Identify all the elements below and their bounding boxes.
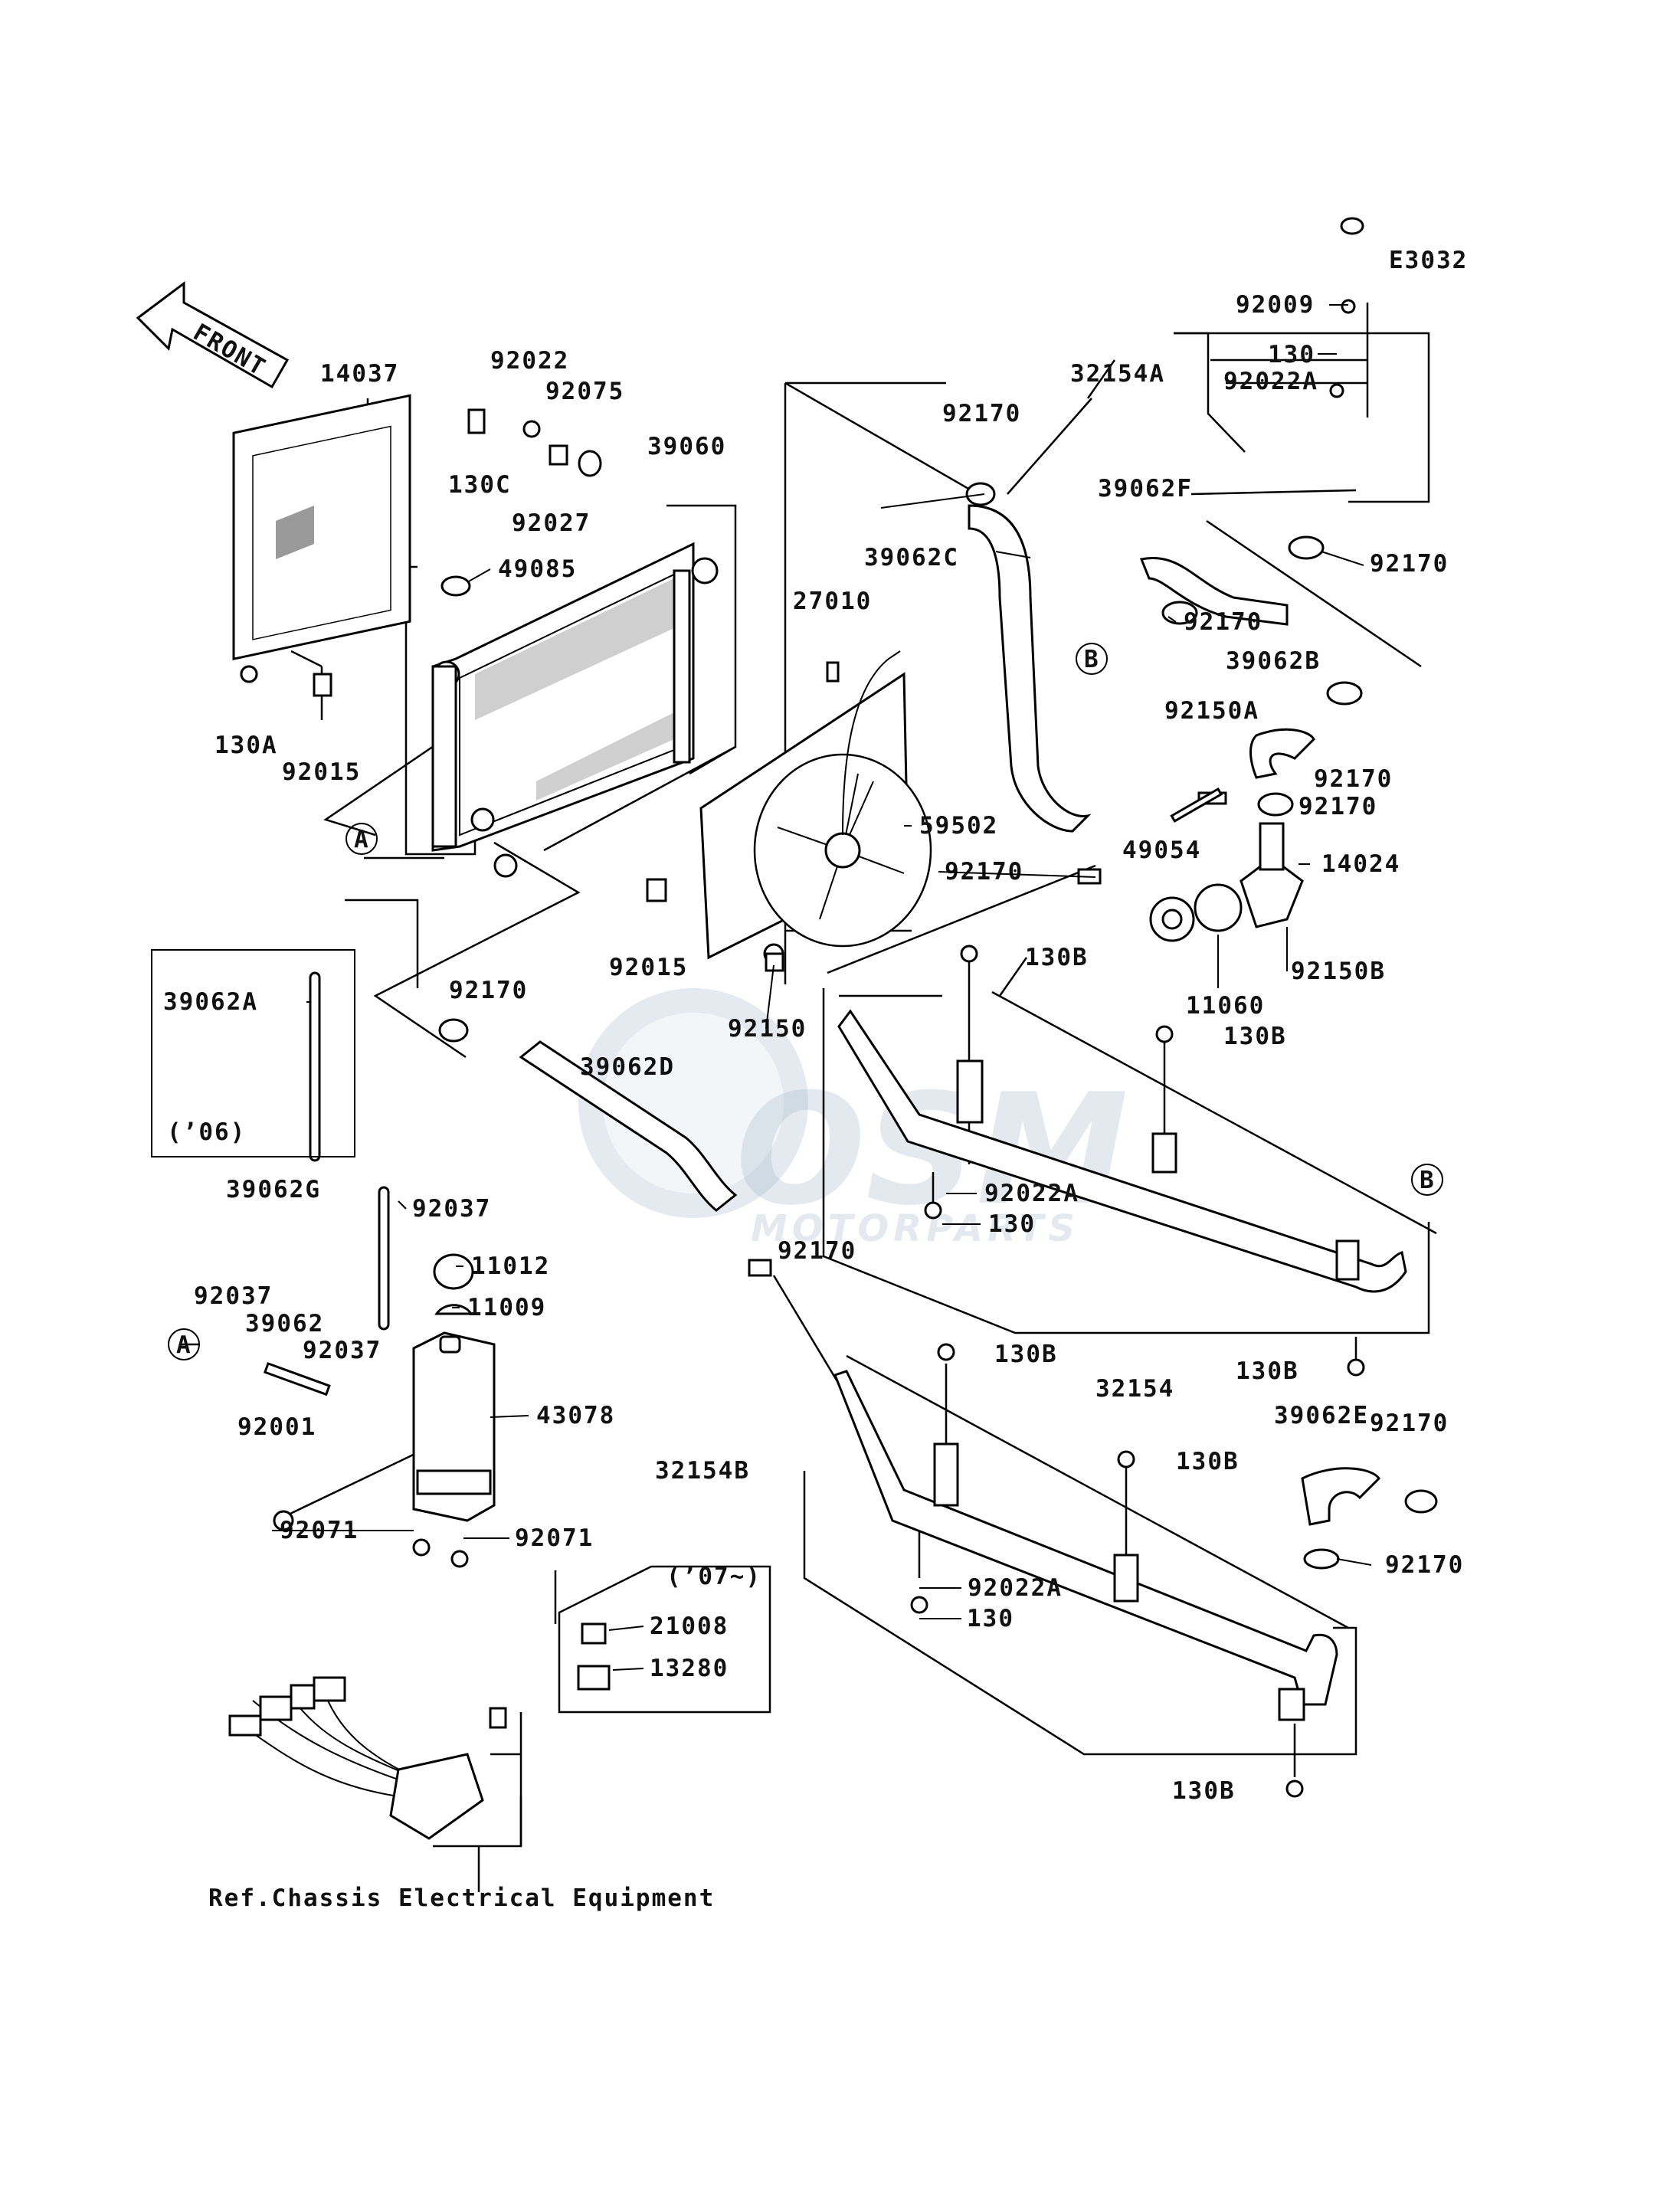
label-92170-r1: 92170 [1370,550,1449,578]
reservoir-tank [263,1253,496,1568]
part-labels: E3032 92009 130 92022A 32154A 92170 3906… [163,247,1468,1912]
label-39060: 39060 [647,433,726,460]
thermostat-housing [1149,787,1304,942]
label-92015-m: 92015 [609,954,688,981]
label-130B-6: 130B [1172,1777,1236,1805]
wiring-harness [228,1622,611,1840]
note-year-07: (’07~) [666,1563,761,1590]
label-39062D: 39062D [580,1053,675,1081]
label-11009: 11009 [467,1294,546,1321]
radiator [431,542,719,878]
label-39062E: 39062E [1274,1402,1369,1429]
label-14037: 14037 [320,360,399,388]
front-arrow: FRONT [136,281,290,389]
hoses [309,504,1380,1526]
label-92027: 92027 [512,509,591,537]
label-130A: 130A [215,732,278,759]
label-130-mid: 130 [988,1210,1036,1238]
marker-a-2-label: A [176,1331,192,1359]
year-06-box [151,949,355,1157]
label-11012: 11012 [471,1252,550,1280]
note-year-06: (’06) [167,1118,246,1146]
label-ticks [272,304,1372,1671]
label-92022A-mid: 92022A [984,1180,1079,1207]
label-92170-r2: 92170 [1184,608,1262,636]
label-32154B: 32154B [655,1457,750,1485]
label-92170-r3: 92170 [1314,765,1393,793]
pipe-upper [837,1009,1407,1293]
label-92009: 92009 [1236,291,1315,319]
label-39062A: 39062A [163,988,258,1016]
label-130-top: 130 [1268,341,1315,368]
label-92071-2: 92071 [515,1524,594,1552]
pipe-lower [833,1370,1338,1721]
label-130B-2: 130B [1223,1023,1287,1050]
label-130B-5: 130B [1176,1448,1240,1475]
label-92150B: 92150B [1291,958,1386,985]
label-92001: 92001 [237,1413,316,1441]
marker-a-2 [168,1328,200,1360]
label-39062B: 39062B [1226,647,1321,675]
marker-a-1-label: A [354,826,370,853]
label-13280: 13280 [650,1655,729,1682]
label-92170-m: 92170 [778,1237,856,1265]
label-39062: 39062 [245,1310,324,1338]
label-39062C: 39062C [864,544,959,571]
label-92037-1: 92037 [412,1195,491,1223]
bolts [240,299,1365,1798]
label-11060: 11060 [1186,992,1265,1020]
marker-a-1 [345,823,378,855]
label-27010: 27010 [793,588,872,615]
leader-lines [180,303,1437,1892]
label-130C: 130C [448,471,512,499]
label-21008: 21008 [650,1613,729,1640]
radiator-screen [232,394,411,697]
label-43078: 43078 [536,1402,615,1429]
marker-b-2 [1411,1164,1443,1196]
label-49054: 49054 [1122,837,1201,864]
label-92170-l: 92170 [449,977,528,1004]
label-92170-r5: 92170 [1370,1410,1449,1437]
label-130B-4: 130B [994,1341,1058,1368]
cooling-fan [699,650,932,964]
label-14024: 14024 [1321,850,1400,878]
label-92022: 92022 [490,347,569,375]
label-92075: 92075 [545,378,624,405]
label-32154: 32154 [1095,1375,1174,1403]
label-49085: 49085 [498,555,577,583]
label-130B-3: 130B [1236,1357,1299,1385]
label-130B-1: 130B [1025,944,1089,971]
marker-b-1-label: B [1084,646,1100,673]
label-39062G: 39062G [226,1176,321,1203]
label-32154A: 32154A [1070,360,1165,388]
label-92015-l: 92015 [282,758,361,786]
note-ref: Ref.Chassis Electrical Equipment [208,1884,715,1912]
ref-markers: A B B A [168,643,1443,1360]
label-59502: 59502 [919,812,998,840]
label-92150A: 92150A [1164,697,1259,725]
label-130-low: 130 [967,1605,1014,1632]
label-92022A-top: 92022A [1223,368,1318,395]
label-92037-3: 92037 [303,1337,382,1364]
label-92170-r4: 92170 [1298,793,1377,820]
label-92037-2: 92037 [194,1282,273,1310]
label-92170-top: 92170 [942,400,1021,427]
marker-b-1 [1076,643,1108,675]
diagram-code: E3032 [1389,247,1468,274]
marker-b-2-label: B [1420,1167,1436,1194]
label-92170-r6: 92170 [1385,1551,1464,1579]
watermark-tagline: MOTORPARTS [751,1207,1079,1250]
label-92022A-low: 92022A [968,1574,1063,1602]
top-fasteners [467,408,602,477]
label-39062F: 39062F [1098,475,1193,503]
